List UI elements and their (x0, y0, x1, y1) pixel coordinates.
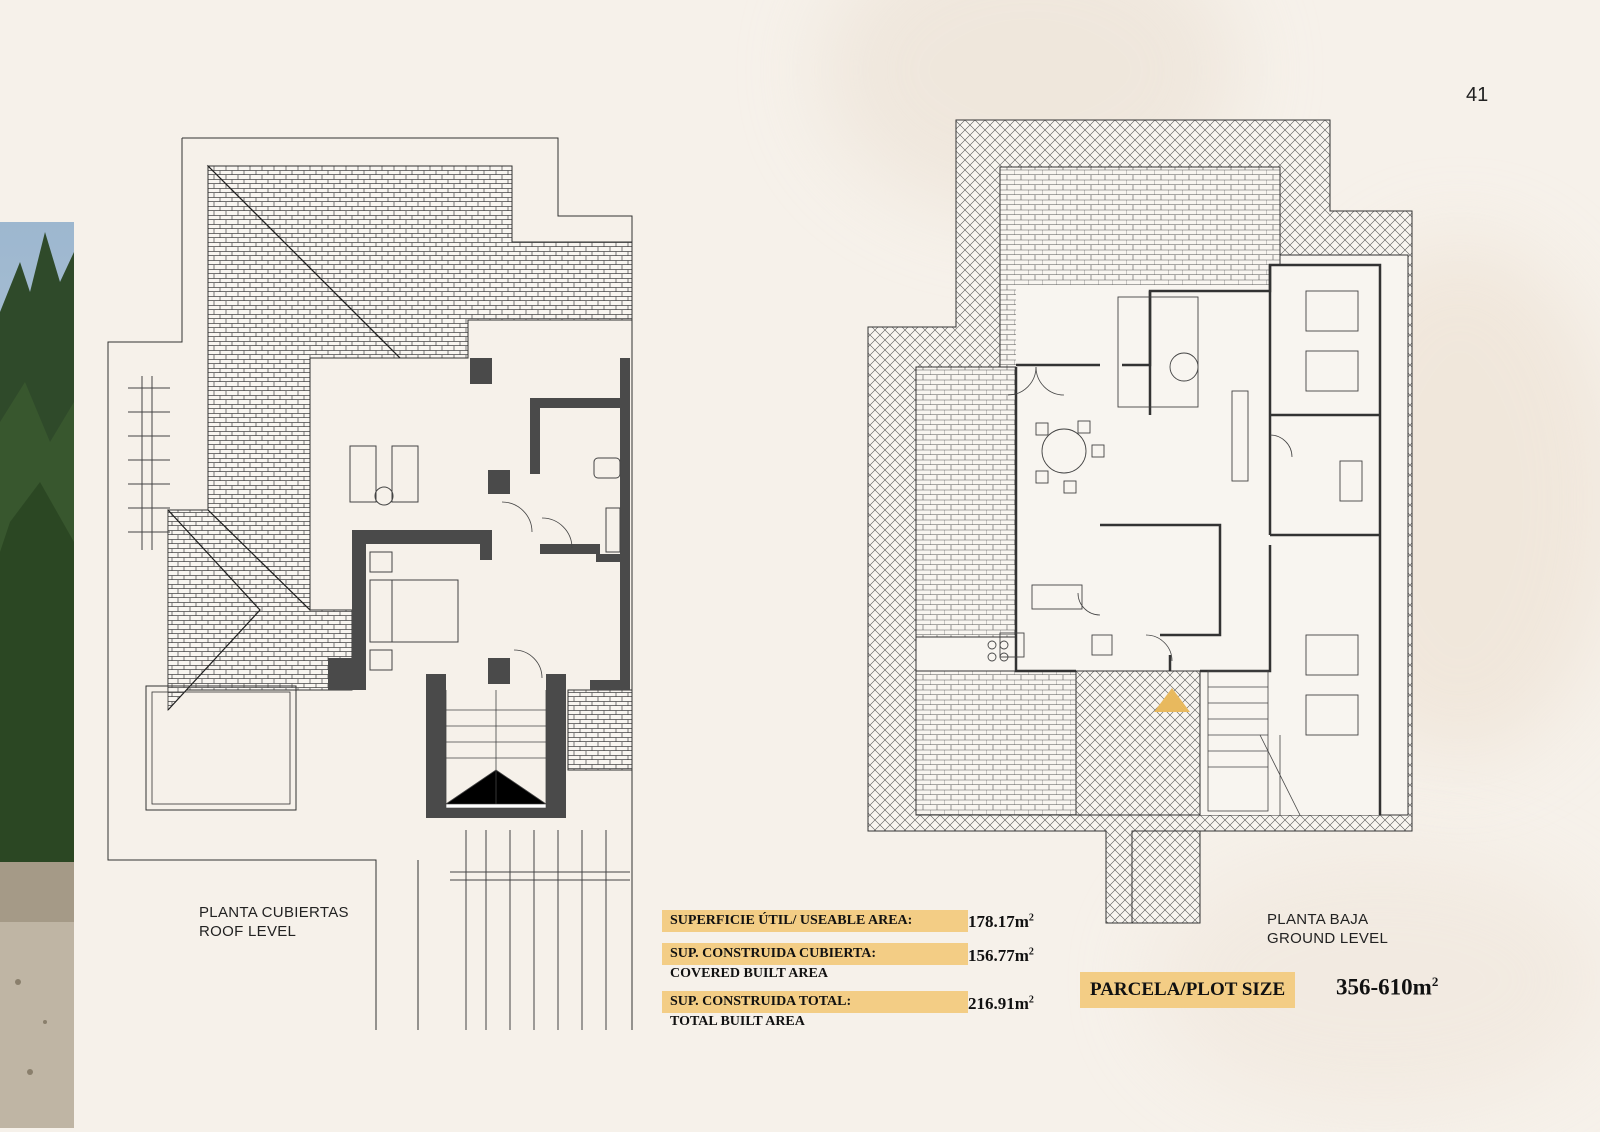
ground-plan-drawing (867, 119, 1413, 924)
plot-size-label: PARCELA/PLOT SIZE (1080, 972, 1296, 1008)
roof-label-en: ROOF LEVEL (199, 923, 297, 940)
covered-area-sublabel: COVERED BUILT AREA (670, 966, 828, 981)
page-number: 41 (1466, 84, 1489, 106)
ground-label-es: PLANTA BAJA (1267, 911, 1369, 928)
total-area-label: SUP. CONSTRUIDA TOTAL: (662, 991, 968, 1013)
roof-level-label: PLANTA CUBIERTAS ROOF LEVEL (199, 903, 349, 941)
ground-label-en: GROUND LEVEL (1267, 930, 1389, 947)
total-area-value: 216.91m2 (968, 994, 1034, 1013)
roof-plan-drawing (107, 137, 633, 1030)
covered-area-label: SUP. CONSTRUIDA CUBIERTA: (662, 943, 968, 965)
roof-label-es: PLANTA CUBIERTAS (199, 904, 349, 921)
covered-area-value: 156.77m2 (968, 946, 1034, 965)
total-area-sublabel: TOTAL BUILT AREA (670, 1014, 805, 1029)
useable-area-value: 178.17m2 (968, 912, 1034, 931)
plot-size-value: 356-610m2 (1336, 974, 1439, 1000)
useable-area-label: SUPERFICIE ÚTIL/ USEABLE AREA: (662, 910, 968, 932)
ground-level-label: PLANTA BAJA GROUND LEVEL (1267, 910, 1388, 948)
landscape-photo (0, 222, 74, 1128)
